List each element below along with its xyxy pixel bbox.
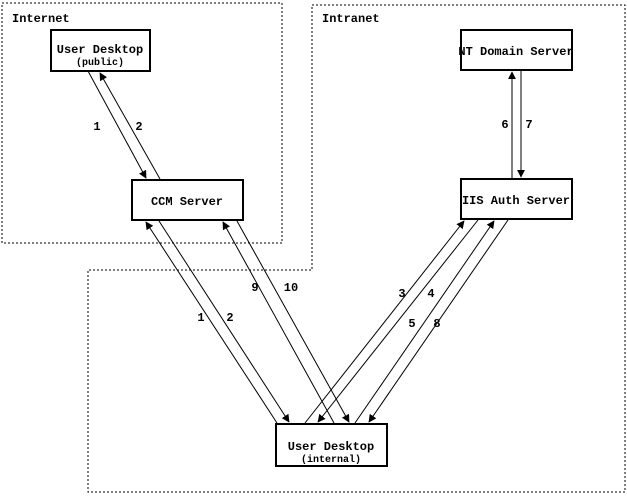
node-user-desktop-internal: User Desktop (internal)	[275, 423, 388, 467]
edge-label-2-internal: 2	[226, 311, 233, 325]
edge-label-5: 5	[408, 317, 415, 331]
user-desktop-internal-sublabel: (internal)	[301, 454, 361, 466]
user-desktop-internal-box	[275, 423, 388, 467]
iis-auth-server-label: IIS Auth Server	[462, 194, 570, 208]
edge-label-2-public: 2	[135, 120, 142, 134]
iis-auth-server-box	[460, 178, 573, 220]
edge-3-internal-desktop-to-iis	[304, 220, 465, 424]
nt-domain-server-label: NT Domain Server	[458, 45, 573, 59]
intranet-region-border	[87, 4, 626, 493]
edge-1-internal-desktop-to-ccm	[145, 221, 278, 424]
nt-domain-server-box	[460, 29, 573, 71]
edge-9-internal-desktop-to-ccm	[222, 221, 335, 424]
edge-label-4: 4	[427, 287, 434, 301]
edge-label-9: 9	[251, 281, 258, 295]
user-desktop-public-sublabel: (public)	[76, 57, 124, 69]
user-desktop-public-box	[50, 29, 151, 72]
edge-label-7: 7	[525, 118, 532, 132]
user-desktop-internal-label: User Desktop	[288, 440, 374, 454]
edge-5-internal-desktop-to-iis	[354, 220, 495, 424]
edge-label-8: 8	[433, 317, 440, 331]
edge-2-ccm-to-public-desktop	[99, 72, 161, 180]
edge-label-3: 3	[398, 287, 405, 301]
node-iis-auth-server: IIS Auth Server	[460, 178, 573, 220]
ccm-server-box	[131, 179, 244, 221]
node-user-desktop-public: User Desktop (public)	[50, 29, 151, 72]
edge-label-1-public: 1	[93, 120, 100, 134]
internet-region-label: Internet	[12, 12, 70, 26]
edge-4-iis-to-internal-desktop	[317, 219, 479, 423]
internet-region-border	[1, 2, 283, 244]
edge-10-ccm-to-internal-desktop	[236, 220, 350, 423]
edge-2-ccm-to-internal-desktop	[158, 220, 290, 423]
node-ccm-server: CCM Server	[131, 179, 244, 221]
edge-1-public-desktop-to-ccm	[87, 70, 147, 179]
user-desktop-public-label: User Desktop	[57, 43, 143, 57]
edge-label-1-internal: 1	[197, 311, 204, 325]
ccm-server-label: CCM Server	[151, 195, 223, 209]
edge-label-6: 6	[501, 118, 508, 132]
node-nt-domain-server: NT Domain Server	[458, 29, 574, 71]
edge-label-10: 10	[284, 281, 298, 295]
intranet-region-label: Intranet	[322, 12, 380, 26]
edge-8-iis-to-internal-desktop	[368, 219, 509, 423]
